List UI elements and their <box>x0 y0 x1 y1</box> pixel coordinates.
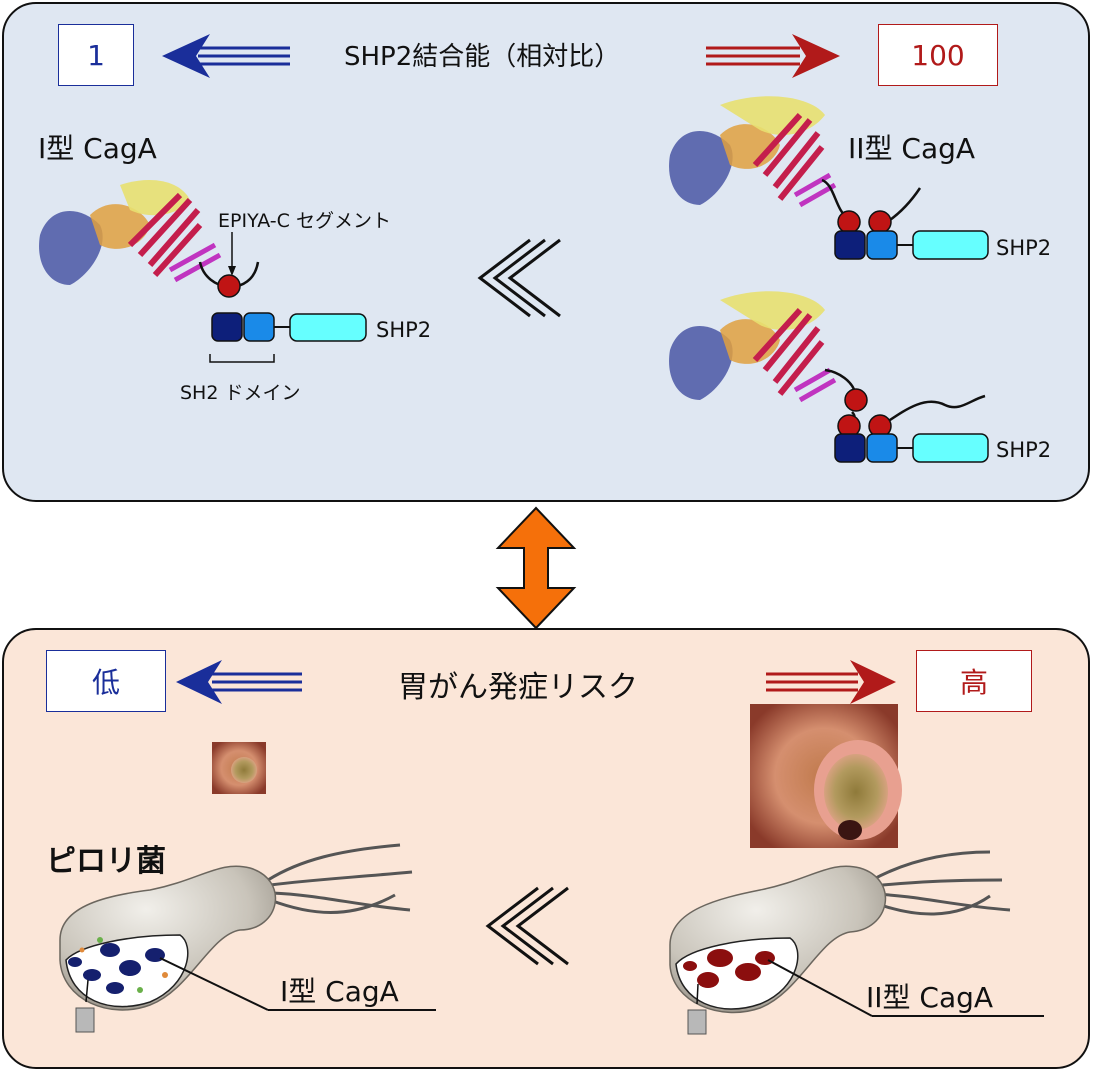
correlation-double-arrow <box>495 506 577 630</box>
pylori-bacterium-type1 <box>59 843 436 1033</box>
right-red-arrow-bottom <box>766 660 896 704</box>
binding-high-value-box: 100 <box>878 24 998 86</box>
binding-low-value-box: 1 <box>58 24 134 86</box>
type2-shp2-complex-a <box>821 178 989 260</box>
shp2-label-type2-a: SHP2 <box>996 236 1052 260</box>
risk-high-value-box: 高 <box>916 650 1032 712</box>
type1-cagA-label-bottom: I型 CagA <box>280 975 399 1008</box>
cagA-structure-type2-b <box>669 291 837 403</box>
shp2-label-type2-b: SHP2 <box>996 438 1052 462</box>
phospho-circle <box>217 274 241 298</box>
cagA-structure-type2-a <box>669 96 837 208</box>
type2-cagA-label-bottom: II型 CagA <box>866 981 994 1014</box>
risk-low-value-box: 低 <box>46 650 166 712</box>
sh2-domain-label: SH2 ドメイン <box>180 382 301 404</box>
endoscopy-image-large <box>750 704 902 848</box>
type1-shp2-complex <box>198 232 367 363</box>
right-red-arrow-top <box>706 34 840 78</box>
cancer-risk-title: 胃がん発症リスク <box>398 670 638 705</box>
cagA-structure-type1 <box>39 180 222 285</box>
pylori-bacterium-type2 <box>669 850 1044 1035</box>
shp2-label-type1: SHP2 <box>376 318 432 342</box>
left-blue-arrow-top <box>162 34 290 78</box>
binding-low-value: 1 <box>87 38 105 72</box>
risk-low-value: 低 <box>91 666 120 699</box>
binding-affinity-title: SHP2結合能（相対比） <box>344 42 621 72</box>
risk-high-value: 高 <box>959 666 988 699</box>
left-blue-arrow-bottom <box>176 660 302 704</box>
type2-shp2-complex-b <box>824 368 989 463</box>
type1-cagA-label-top: I型 CagA <box>38 132 157 165</box>
type2-cagA-label-top: II型 CagA <box>848 132 976 165</box>
binding-high-value: 100 <box>911 38 965 72</box>
epiya-segment-label: EPIYA-C セグメント <box>218 210 391 232</box>
cancer-risk-panel <box>2 628 1090 1069</box>
pylori-label: ピロリ菌 <box>46 844 166 879</box>
comparison-chevron-bottom <box>485 886 569 966</box>
comparison-chevron-top <box>477 238 561 318</box>
endoscopy-image-small <box>212 742 266 794</box>
